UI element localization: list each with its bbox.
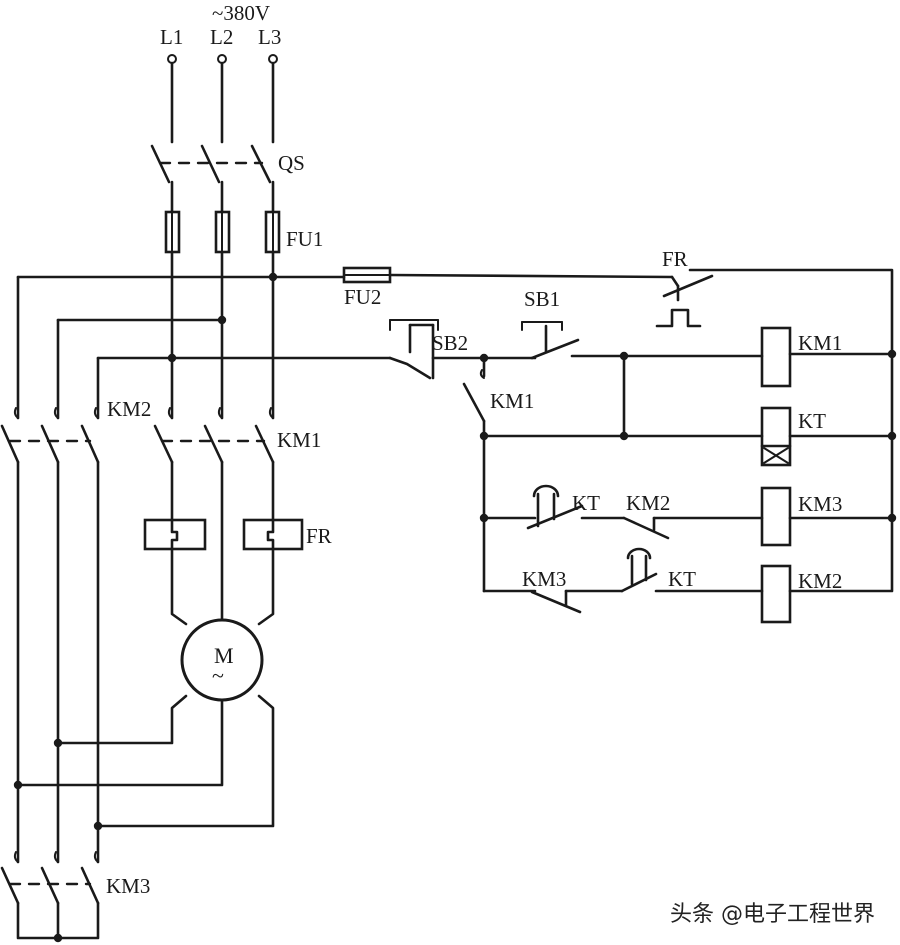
kt-coil [760,406,792,467]
km3-coil-label: KM3 [798,492,842,516]
kt-coil-label: KT [798,409,826,433]
wire-motor-w3 [96,694,275,828]
junction-right-2 [887,431,897,441]
phase-label-l1: L1 [160,25,183,49]
km1-coil [760,326,792,388]
junction-right-3 [887,513,897,523]
km2-nc-contact [622,516,670,540]
sb2-start-button [388,319,439,380]
wire-fr3-to-motor [257,547,275,626]
kt-contact-1-label: KT [572,491,600,515]
junction-w3 [93,821,103,831]
km2-main-label: KM2 [107,397,151,421]
junction-w1 [53,738,63,748]
km1-main-contacts [153,407,275,464]
star-point-junction [53,933,63,943]
km1-coil-label: KM1 [798,331,842,355]
junction-rung2 [619,431,629,441]
km1-main-label: KM1 [277,428,321,452]
fu1-label: FU1 [286,227,323,251]
phase-label-l3: L3 [258,25,281,49]
motor-ac-symbol: ~ [212,663,224,688]
sb2-label: SB2 [432,331,468,355]
fr-control-label: FR [662,247,688,271]
km3-nc-contact [530,589,582,614]
supply-voltage-label: ~380V [212,1,270,25]
km2-coil [760,564,792,624]
km3-main-contacts [0,851,100,905]
qs-switch [150,144,272,184]
fu1-fuses [164,210,281,254]
km1-aux-contact [462,369,486,423]
km2-coil-label: KM2 [798,569,842,593]
junction-right-1 [887,349,897,359]
wire-fr1-to-motor [170,547,188,626]
watermark: 头条 @电子工程世界 [670,902,875,927]
km2-contact-label: KM2 [626,491,670,515]
wire-motor-w1 [56,694,188,745]
km3-main-label: KM3 [106,874,150,898]
km3-contact-label: KM3 [522,567,566,591]
junction-w2 [13,780,23,790]
motor-letter: M [214,643,234,668]
sb1-stop-button [521,321,580,360]
fu2-label: FU2 [344,285,381,309]
km3-coil [760,486,792,547]
wire-motor-w2 [16,698,224,787]
fr-power-label: FR [306,524,332,548]
km1-aux-label: KM1 [490,389,534,413]
ctrl-wire-to-fr [388,273,674,279]
kt-contact-2-label: KT [668,567,696,591]
ctrl-wire-right-rail [688,268,894,592]
fr-nc-contact [655,274,714,328]
qs-label: QS [278,151,305,175]
sb1-label: SB1 [524,287,560,311]
fr-thermal-elements [143,518,304,551]
km2-main-contacts [0,407,100,464]
kt-delay-contact-2 [620,547,658,593]
junction-l2-bus [217,315,227,325]
kt-delay-contact-1 [526,484,584,530]
phase-label-l2: L2 [210,25,233,49]
